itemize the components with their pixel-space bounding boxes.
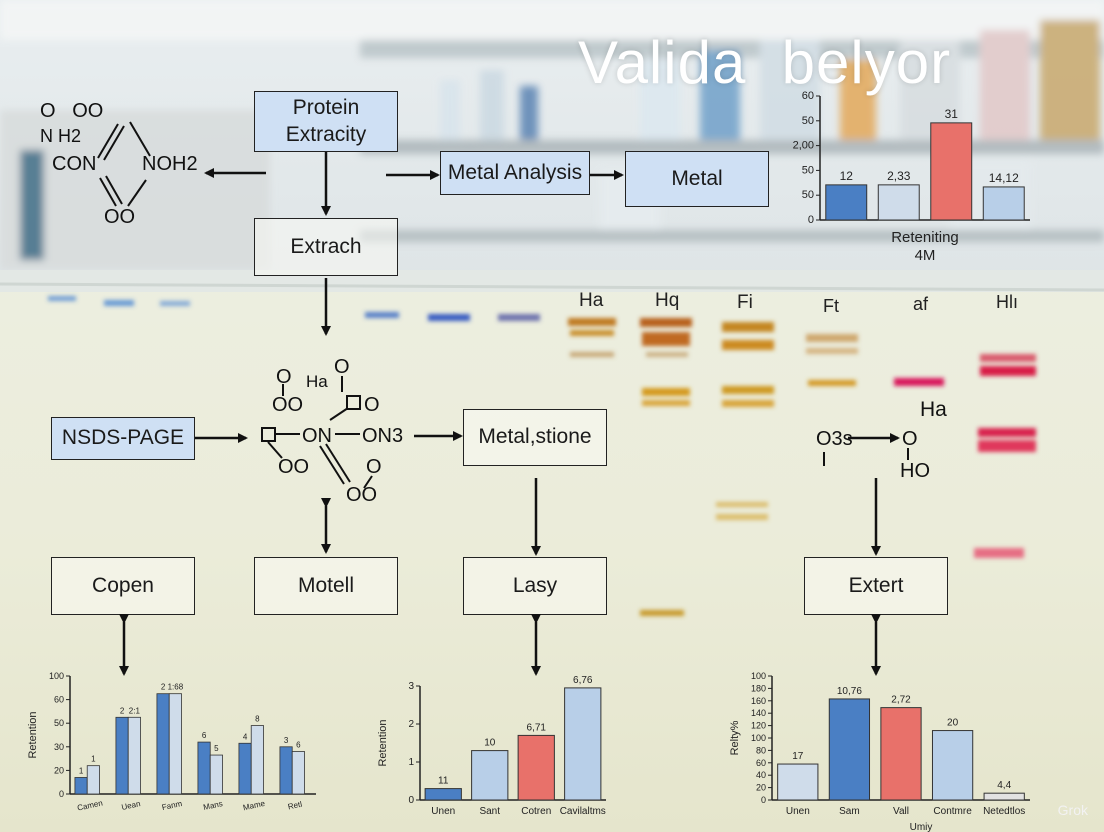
mol3-o3s: O3s: [816, 428, 853, 450]
mol1-nh2: N H2: [40, 126, 82, 146]
lane-label-5: af: [913, 294, 929, 314]
mol2-ha: Ha: [306, 372, 328, 391]
extert-box[interactable]: Extert: [804, 557, 948, 615]
lane-label-3: Fi: [737, 292, 753, 313]
metal-box[interactable]: Metal: [625, 151, 769, 207]
metal-analysis-box[interactable]: Metal Analysis: [440, 151, 590, 195]
mol3-o: O: [902, 428, 918, 450]
protein-extract-box[interactable]: Protein Extracity: [254, 91, 398, 152]
lane-label-1: Ha: [579, 290, 604, 311]
watermark: Grok: [1057, 802, 1088, 818]
mol1-o-top: O OO: [40, 100, 104, 122]
mol2-oo-left: OO: [272, 394, 304, 416]
mol2-o-sq-right: O: [364, 394, 380, 416]
mol2-oo-bl: OO: [278, 456, 310, 478]
mol2-on3: ON3: [362, 425, 404, 447]
motell-box[interactable]: Motell: [254, 557, 398, 615]
mol2-o-right: O: [334, 356, 350, 378]
mol2-o-br: O: [366, 456, 382, 478]
mol1-noh2: NOH2: [142, 153, 198, 175]
nsds-page-box[interactable]: NSDS-PAGE: [51, 417, 195, 460]
lasy-box[interactable]: Lasy: [463, 557, 607, 615]
lane-label-6: Hlı: [996, 292, 1018, 312]
mol2-on: ON: [302, 425, 332, 447]
mol3-ho: HO: [900, 460, 930, 482]
mol1-oo-bottom: OO: [104, 206, 136, 228]
metal-stone-box[interactable]: Metal,stione: [463, 409, 607, 466]
lane-label-4: Ft: [823, 296, 839, 316]
mol2-o-left: O: [276, 366, 292, 388]
page-title: Valida belyor: [578, 29, 952, 96]
extract-box[interactable]: Extrach: [254, 218, 398, 276]
mol2-oo-bottom: OO: [346, 484, 378, 506]
mol3-ha: Ha: [920, 398, 947, 421]
lane-label-2: Hq: [655, 290, 680, 311]
copen-box[interactable]: Copen: [51, 557, 195, 615]
mol1-con: CON: [52, 153, 97, 175]
